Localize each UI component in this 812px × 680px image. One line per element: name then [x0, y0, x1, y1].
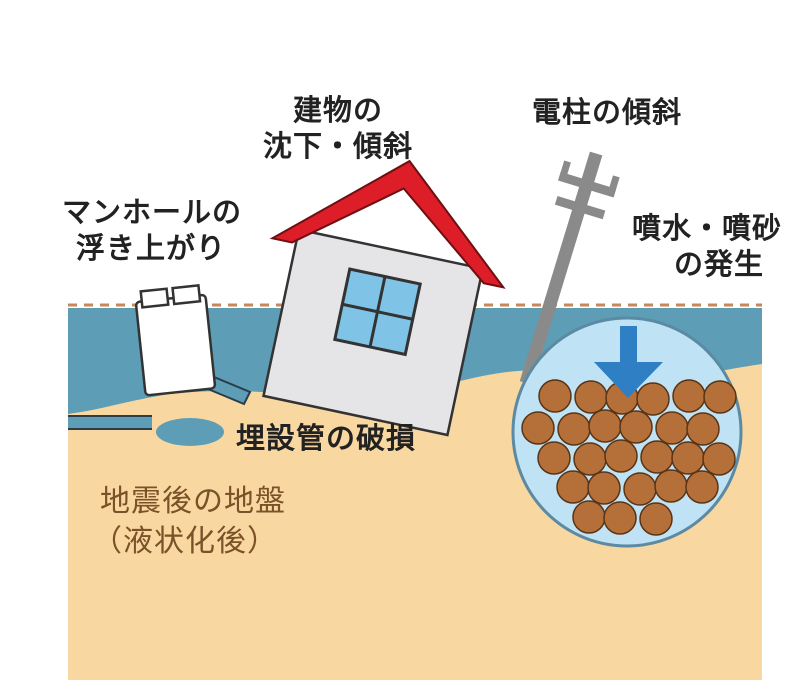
sand-grain: [623, 472, 657, 506]
sand-grain: [537, 441, 571, 475]
sand-grain: [672, 379, 706, 413]
sand-grain: [640, 440, 674, 474]
buried-pipe-icon: [68, 370, 252, 446]
label-ground-after-quake: 地震後の地盤 （液状化後）: [92, 482, 286, 562]
label-building-line2: 沈下・傾斜: [262, 129, 413, 163]
label-building-line1: 建物の: [292, 93, 383, 127]
sand-grain: [636, 382, 670, 416]
house-icon: [262, 159, 506, 437]
label-manhole-line1: マンホールの: [62, 195, 243, 229]
label-pipe-damage: 埋設管の破損: [236, 420, 416, 456]
sand-grain: [588, 409, 622, 443]
sand-grain: [703, 380, 737, 414]
label-pipe-text: 埋設管の破損: [236, 421, 417, 455]
sand-grain: [639, 502, 673, 536]
sand-grain: [587, 471, 621, 505]
sand-grain: [702, 442, 736, 476]
label-pole-tilt: 電柱の傾斜: [532, 94, 682, 130]
label-sand-boil-line1: 噴水・噴砂: [632, 211, 783, 245]
utility-pole-icon: [519, 151, 620, 385]
label-sand-boil: 噴水・噴砂 の発生: [632, 210, 782, 282]
label-sand-boil-line2: の発生: [674, 247, 765, 281]
sand-grain: [574, 380, 608, 414]
liquefaction-magnifier: [511, 316, 743, 548]
sand-grain: [671, 441, 705, 475]
sand-grain: [572, 500, 606, 534]
sand-grains: [521, 379, 737, 536]
sand-grain: [604, 439, 638, 473]
sand-grain: [521, 411, 555, 445]
down-arrow-icon: [594, 326, 663, 398]
manhole-icon: [134, 283, 217, 397]
sand-grain: [538, 379, 572, 413]
label-pole-text: 電柱の傾斜: [532, 95, 683, 129]
label-building-settlement: 建物の 沈下・傾斜: [248, 92, 428, 164]
sand-grain: [685, 470, 719, 504]
label-ground-line1: 地震後の地盤: [100, 484, 286, 519]
sand-grain: [686, 412, 720, 446]
sand-grain: [557, 412, 591, 446]
sand-grain: [573, 442, 607, 476]
sand-grain: [655, 411, 689, 445]
sand-grain: [619, 410, 653, 444]
sand-grain: [603, 501, 637, 535]
label-manhole-line2: 浮き上がり: [76, 231, 227, 265]
label-ground-line2: （液状化後）: [92, 524, 278, 559]
label-manhole-uplift: マンホールの 浮き上がり: [62, 194, 242, 266]
sand-grain: [654, 469, 688, 503]
sand-grain: [556, 470, 590, 504]
